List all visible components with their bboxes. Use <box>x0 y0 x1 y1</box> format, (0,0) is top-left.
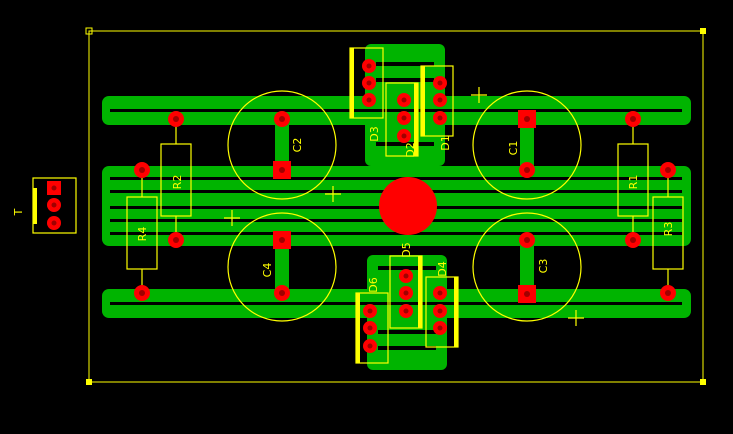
label-d4: D4 <box>436 261 449 276</box>
d1-bar <box>421 66 425 136</box>
hole <box>524 167 530 173</box>
hole <box>437 325 443 331</box>
hole <box>173 116 179 122</box>
hole <box>367 308 373 314</box>
c1-outline <box>472 90 582 200</box>
hole <box>279 167 285 173</box>
hole <box>139 290 145 296</box>
crosshair-4 <box>568 310 584 326</box>
c4-outline <box>227 212 337 322</box>
connector-t-bar <box>33 188 37 224</box>
hole <box>279 116 285 122</box>
designators: C2 C1 C4 C3 R2 R4 R1 R3 D3 D2 D1 D5 D4 D… <box>12 126 675 292</box>
hole <box>279 290 285 296</box>
label-d1: D1 <box>439 135 452 150</box>
hole <box>366 97 372 103</box>
label-c3: C3 <box>537 259 550 274</box>
label-d5: D5 <box>400 242 413 257</box>
d4-bar <box>454 277 458 347</box>
hole <box>665 290 671 296</box>
hole <box>51 202 57 208</box>
hole <box>401 115 407 121</box>
crosshair-2 <box>325 186 341 202</box>
gap-island-top-3 <box>376 142 434 146</box>
label-d6: D6 <box>367 277 380 292</box>
board-outline <box>88 30 704 383</box>
copper-link-c3 <box>520 238 534 296</box>
copper-link-c1 <box>520 118 534 170</box>
gap-middle-5 <box>110 232 682 235</box>
label-c1: C1 <box>507 141 520 156</box>
hole <box>403 290 409 296</box>
label-d3: D3 <box>368 126 381 141</box>
c3-outline <box>472 212 582 322</box>
center-pad <box>379 177 437 235</box>
gap-rail-bottom <box>110 302 682 305</box>
hole <box>401 133 407 139</box>
hole <box>665 167 671 173</box>
gap-middle-1 <box>110 177 682 180</box>
gap-island-top-2 <box>376 78 434 82</box>
copper-link-c2 <box>275 118 289 170</box>
d6-bar <box>356 293 360 363</box>
outline-corner-tl <box>85 27 93 35</box>
hole <box>524 116 530 122</box>
label-r1: R1 <box>627 175 640 190</box>
hole <box>279 237 285 243</box>
c2-outline <box>227 90 337 200</box>
hole <box>630 116 636 122</box>
hole <box>366 80 372 86</box>
copper-link-c4 <box>275 238 289 296</box>
label-r2: R2 <box>171 175 184 190</box>
hole <box>524 237 530 243</box>
hole <box>367 343 373 349</box>
hole <box>630 237 636 243</box>
gap-island-bottom-1 <box>378 266 436 270</box>
gap-rail-top <box>110 109 682 112</box>
hole <box>437 80 443 86</box>
label-r4: R4 <box>136 227 149 242</box>
hole <box>524 291 530 297</box>
silk-bars <box>33 48 458 363</box>
drill-holes <box>51 63 671 349</box>
gap-island-bottom-3 <box>378 346 436 350</box>
hole <box>401 97 407 103</box>
label-c2: C2 <box>291 138 304 153</box>
hole <box>51 220 57 226</box>
hole <box>139 167 145 173</box>
round-pads <box>47 59 676 353</box>
label-c4: C4 <box>261 263 274 278</box>
hole <box>367 325 373 331</box>
label-d2: D2 <box>404 142 417 157</box>
hole <box>437 115 443 121</box>
hole <box>437 308 443 314</box>
crosshair-1 <box>471 87 487 103</box>
d5-bar <box>418 256 422 328</box>
d2-bar <box>414 83 418 156</box>
hole <box>51 185 57 191</box>
outline-corner-br <box>700 379 706 385</box>
gap-island-bottom-2 <box>378 330 436 334</box>
hole <box>173 237 179 243</box>
hole <box>437 290 443 296</box>
outline-corner-tr <box>700 28 706 34</box>
outline-corner-bl <box>86 379 92 385</box>
gap-island-top-1 <box>376 62 434 66</box>
d3-bar <box>350 48 354 118</box>
label-r3: R3 <box>662 222 675 237</box>
label-t: T <box>12 208 25 216</box>
hole <box>403 273 409 279</box>
crosshair-3 <box>224 210 240 226</box>
hole <box>403 308 409 314</box>
hole <box>437 97 443 103</box>
hole <box>366 63 372 69</box>
